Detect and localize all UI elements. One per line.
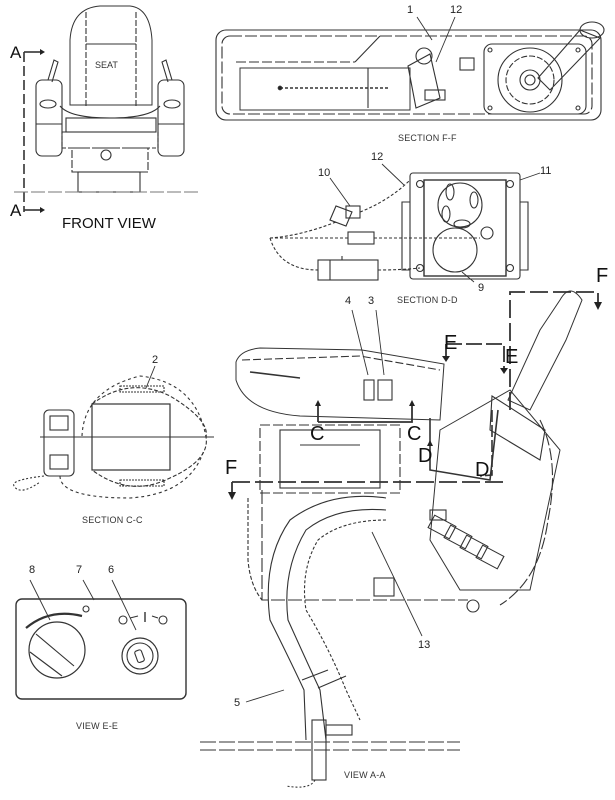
key-switch xyxy=(121,637,159,675)
callout-9: 9 xyxy=(478,282,485,294)
callout-11: 11 xyxy=(540,165,552,177)
rotary-knob xyxy=(28,621,86,679)
view-aa-title: VIEW A-A xyxy=(344,770,386,780)
callout-5: 5 xyxy=(234,697,241,709)
arrow-icon xyxy=(40,49,45,55)
view-aa-drawing xyxy=(200,290,602,788)
section-dd-drawing xyxy=(269,163,541,283)
callout-3: 3 xyxy=(368,295,375,307)
callout-4: 4 xyxy=(345,295,352,307)
section-cc-drawing xyxy=(13,365,214,499)
section-e-line xyxy=(445,343,505,370)
section-c-marker-left: C xyxy=(310,423,325,445)
section-ff-title: SECTION F-F xyxy=(398,133,457,143)
section-ff-drawing xyxy=(215,16,605,121)
section-f-line-right xyxy=(509,291,599,410)
callout-2: 2 xyxy=(152,354,159,366)
section-c-line xyxy=(318,404,413,423)
front-view-title: FRONT VIEW xyxy=(62,215,156,232)
view-ee-title: VIEW E-E xyxy=(76,721,119,731)
section-a-marker-bottom: A xyxy=(10,201,22,220)
section-d-marker-left: D xyxy=(418,445,433,467)
view-ee-drawing xyxy=(15,579,187,700)
section-d-marker-right: D xyxy=(475,459,490,481)
section-e-marker-left: E xyxy=(444,332,458,354)
front-view-seat xyxy=(14,5,200,213)
section-dd-title: SECTION D-D xyxy=(397,295,458,305)
section-f-marker-right: F xyxy=(596,265,609,287)
section-f-marker-left: F xyxy=(225,457,238,479)
section-a-marker-top: A xyxy=(10,43,22,62)
connector xyxy=(329,205,353,227)
callout-12-top: 12 xyxy=(450,4,463,16)
arrow-icon xyxy=(40,207,45,213)
callout-10: 10 xyxy=(318,167,331,179)
callout-6: 6 xyxy=(108,564,115,576)
seat-label: SEAT xyxy=(95,60,118,70)
section-c-marker-right: C xyxy=(407,423,422,445)
callout-13: 13 xyxy=(418,639,431,651)
callout-1: 1 xyxy=(407,4,414,16)
callout-12: 12 xyxy=(371,151,384,163)
section-e-marker-right: E xyxy=(505,346,519,368)
callout-7: 7 xyxy=(76,564,83,576)
section-cc-title: SECTION C-C xyxy=(82,515,143,525)
callout-8: 8 xyxy=(29,564,36,576)
